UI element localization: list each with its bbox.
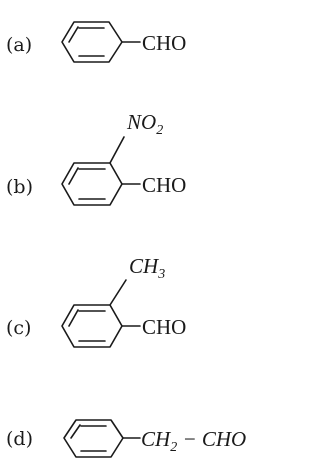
option-b: NO2 (b) CHO [6,110,186,206]
option-a-group: CHO [142,31,186,55]
option-d-label: (d) [6,428,33,450]
option-b-bond-no2 [109,136,125,164]
option-d-group: CH2 − CHO [141,427,246,455]
option-c-bond-ch3 [109,279,127,306]
option-a-benzene-ring [61,21,123,63]
option-b-group: CHO [142,173,186,197]
option-c-group: CHO [142,315,186,339]
option-a-label: (a) [6,34,32,56]
option-c-label: (c) [6,317,31,339]
option-b-label: (b) [6,176,33,198]
option-a: (a) CHO [6,21,186,63]
option-c-substituent: CH3 [129,254,165,282]
option-b-benzene-ring [61,162,123,206]
option-c: CH3 (c) CHO [6,254,186,348]
option-d: (d) CH2 − CHO [6,419,246,458]
option-d-benzene-ring [63,419,124,458]
option-b-substituent: NO2 [126,110,163,138]
option-c-benzene-ring [61,304,123,348]
